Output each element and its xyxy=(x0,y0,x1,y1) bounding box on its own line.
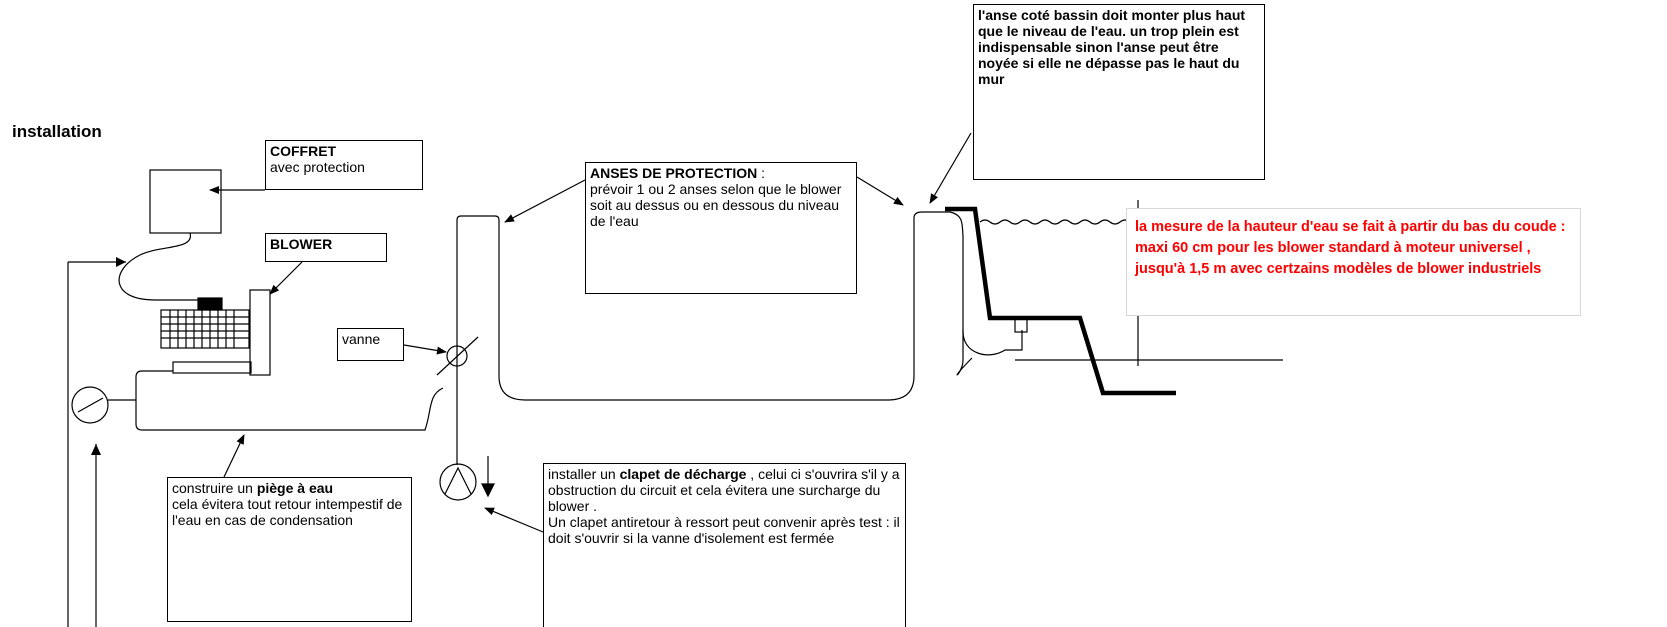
blower-motor xyxy=(160,289,271,376)
anses-callout: ANSES DE PROTECTION : prévoir 1 ou 2 ans… xyxy=(585,162,857,294)
clapet-bold: clapet de décharge xyxy=(619,466,747,482)
blower-arrow xyxy=(269,261,303,295)
coffret-title: COFFRET xyxy=(270,143,337,159)
vanne-valve xyxy=(446,345,468,367)
anses-title: ANSES DE PROTECTION xyxy=(590,165,758,181)
clapet-valve xyxy=(439,463,477,501)
vanne-arrow xyxy=(403,344,447,355)
anse-note-callout: l'anse coté bassin doit monter plus haut… xyxy=(973,4,1265,180)
water-surface xyxy=(979,219,1141,225)
blower-title: BLOWER xyxy=(270,236,333,252)
pool-wall xyxy=(945,206,1176,396)
piege-prefix: construire un xyxy=(172,480,257,496)
anse-note-arrow xyxy=(929,132,972,204)
anse-note-text: l'anse coté bassin doit monter plus haut… xyxy=(978,7,1246,87)
blower-cap xyxy=(197,297,223,311)
anses-text: prévoir 1 ou 2 anses selon que le blower… xyxy=(590,181,842,229)
clapet-arrow xyxy=(484,507,544,533)
mesure-note: la mesure de la hauteur d'eau se fait à … xyxy=(1126,208,1581,316)
vanne-label: vanne xyxy=(342,331,381,347)
page-title: installation xyxy=(12,122,102,141)
piege-text: cela évitera tout retour intempestif de … xyxy=(172,496,403,528)
piege-bold: piège à eau xyxy=(256,480,334,496)
vanne-callout: vanne xyxy=(337,328,404,361)
anse-loop xyxy=(456,211,973,401)
air-pipe xyxy=(135,370,444,431)
piege-arrow xyxy=(223,434,245,478)
piege-callout: construire un piège à eau cela évitera t… xyxy=(167,477,412,622)
power-cable xyxy=(118,232,210,301)
clapet-prefix: installer un xyxy=(548,466,620,482)
anses-arrow-left xyxy=(504,179,586,223)
anses-suffix: : xyxy=(757,165,766,181)
coffret-box-label: COFFRET avec protection xyxy=(265,140,423,190)
mesure-text: la mesure de la hauteur d'eau se fait à … xyxy=(1135,219,1566,277)
coffret-text: avec protection xyxy=(270,159,365,175)
manometer xyxy=(71,386,109,424)
clapet-callout: installer un clapet de décharge , celui … xyxy=(543,463,906,627)
clapet-text2: Un clapet antiretour à ressort peut conv… xyxy=(548,514,900,546)
blower-box-label: BLOWER xyxy=(265,233,387,262)
clapet-text1: , celui ci s'ouvrira s'il y a obstructio… xyxy=(548,466,900,514)
anses-arrow-right xyxy=(856,176,904,206)
coffret-box xyxy=(149,169,222,234)
